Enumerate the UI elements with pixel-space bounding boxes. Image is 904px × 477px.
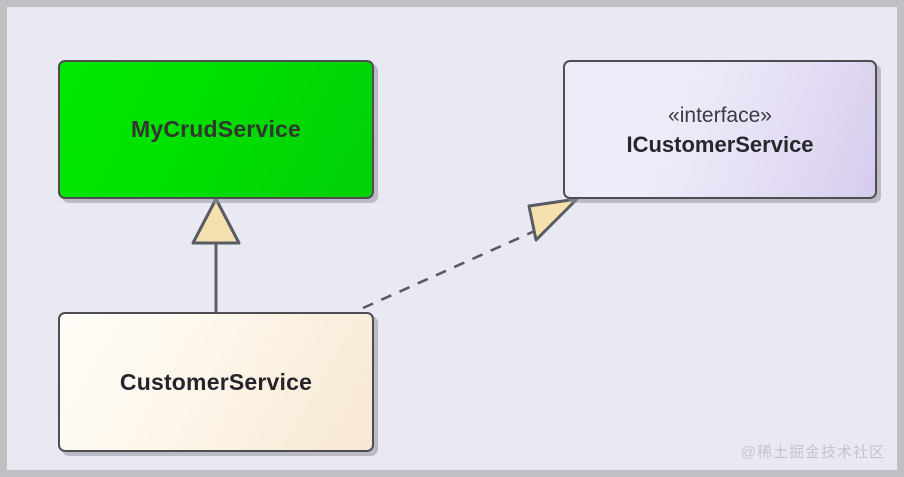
realization-line [362, 228, 538, 310]
uml-interface-icustomerservice[interactable]: «interface» ICustomerService [563, 60, 877, 199]
generalization-arrowhead-icon [191, 197, 241, 245]
realization-arrowhead-icon [527, 197, 579, 242]
class-name-label: MyCrudService [130, 116, 302, 142]
class-name-label: CustomerService [119, 368, 313, 395]
watermark-label: @稀土掘金技术社区 [740, 444, 885, 461]
stereotype-label: «interface» [668, 104, 772, 128]
diagram-canvas[interactable]: MyCrudService «interface» ICustomerServi… [7, 7, 897, 470]
uml-class-mycrudservice[interactable]: MyCrudService [58, 60, 374, 199]
interface-name-label: ICustomerService [626, 132, 814, 158]
uml-class-customerservice[interactable]: CustomerService [58, 312, 374, 452]
